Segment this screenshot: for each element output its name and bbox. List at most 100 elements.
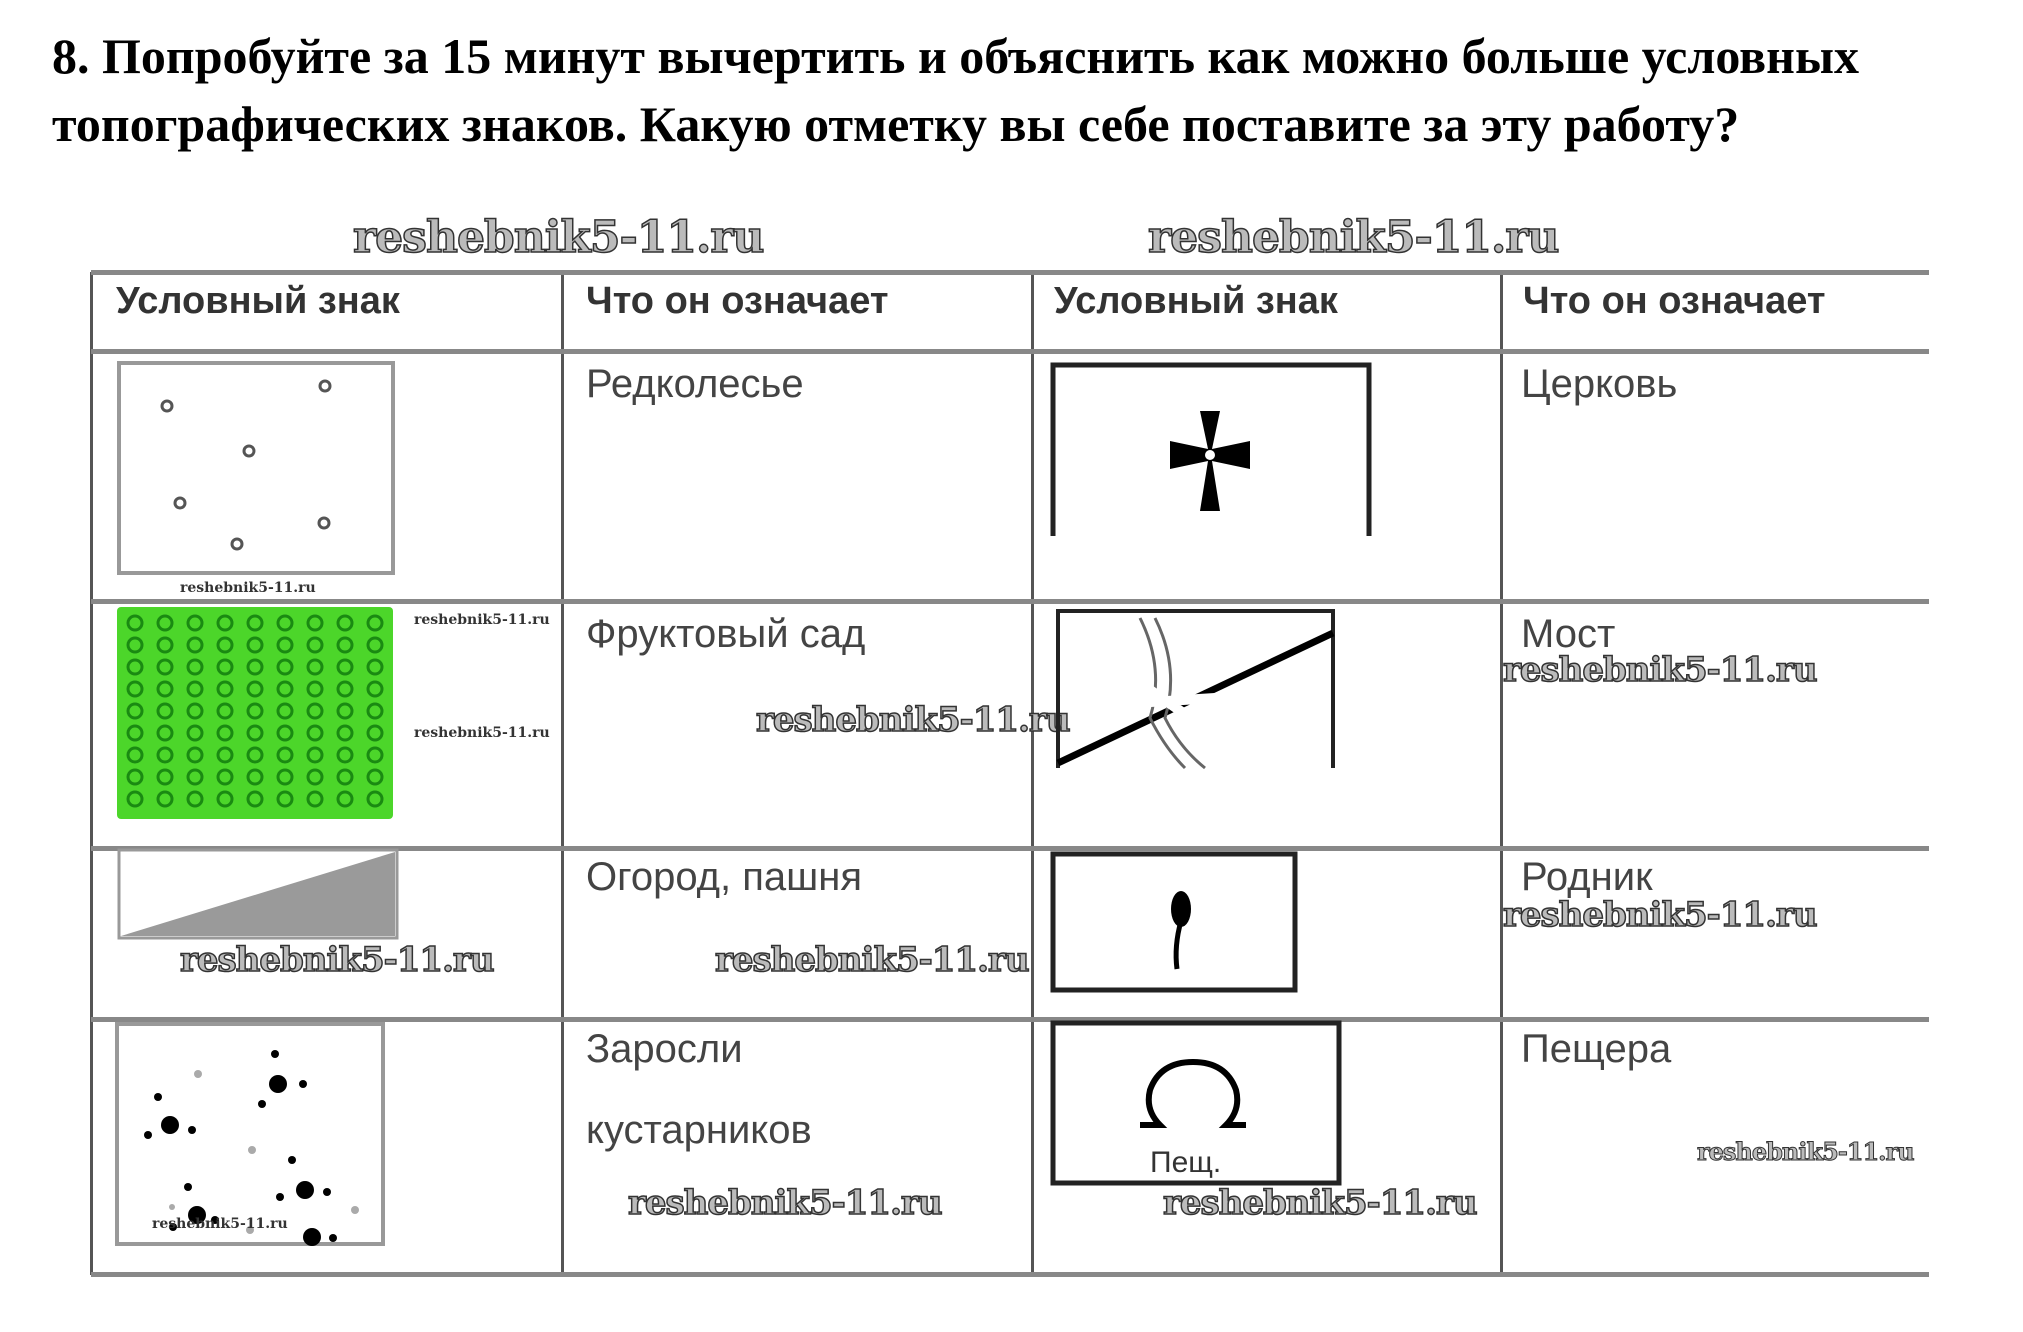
orchard-dot: [276, 636, 294, 654]
orchard-dot: [336, 614, 354, 632]
orchard-dot: [246, 636, 264, 654]
orchard-dot: [336, 658, 354, 676]
watermark: reshebnik5-11.ru: [179, 939, 495, 981]
orchard-dot: [126, 614, 144, 632]
orchard-dot: [336, 680, 354, 698]
watermark: reshebnik5-11.ru: [755, 699, 1071, 741]
orchard-dot: [216, 680, 234, 698]
watermark: reshebnik5-11.ru: [1697, 1137, 1916, 1167]
watermark: reshebnik5-11.ru: [1502, 894, 1818, 936]
row-divider: [91, 599, 1929, 604]
orchard-dot: [156, 724, 174, 742]
orchard-dot: [186, 658, 204, 676]
orchard-dot: [336, 746, 354, 764]
watermark: reshebnik5-11.ru: [1502, 649, 1818, 691]
orchard-dot: [336, 790, 354, 808]
orchard-dot: [126, 768, 144, 786]
orchard-dot: [186, 680, 204, 698]
meaning-sparse-forest: Редколесье: [586, 362, 804, 406]
orchard-symbol: [117, 607, 393, 819]
row-divider: [91, 846, 1929, 851]
orchard-dot: [336, 768, 354, 786]
meaning-cave: Пещера: [1521, 1027, 1672, 1071]
church-symbol: [1050, 362, 1372, 536]
orchard-dot: [186, 746, 204, 764]
watermark: reshebnik5-11.ru: [714, 939, 1030, 981]
orchard-dot: [186, 790, 204, 808]
bridge-symbol: [1056, 609, 1335, 770]
orchard-dot: [336, 702, 354, 720]
orchard-dot: [186, 724, 204, 742]
header-sign: Условный знак: [1054, 280, 1338, 322]
orchard-dot: [126, 680, 144, 698]
meaning-church: Церковь: [1521, 362, 1678, 406]
meaning-bridge: Мост: [1521, 612, 1616, 656]
meaning-arable-land: Огород, пашня: [586, 855, 862, 899]
orchard-dot: [216, 658, 234, 676]
orchard-dot: [156, 680, 174, 698]
orchard-dot: [306, 658, 324, 676]
orchard-dot: [126, 724, 144, 742]
watermark: reshebnik5-11.ru: [152, 1216, 288, 1232]
orchard-dot: [306, 614, 324, 632]
orchard-dot: [216, 768, 234, 786]
header-meaning: Что он означает: [586, 280, 889, 322]
orchard-dot: [306, 636, 324, 654]
sparse-forest-symbol: [117, 361, 395, 575]
meaning-spring: Родник: [1521, 855, 1653, 899]
orchard-dot: [246, 614, 264, 632]
orchard-dot: [306, 702, 324, 720]
orchard-dot: [276, 702, 294, 720]
cave-symbol: Пещ.: [1050, 1020, 1342, 1186]
arable-land-symbol: [117, 848, 399, 940]
orchard-dot: [186, 636, 204, 654]
orchard-dot: [366, 724, 384, 742]
orchard-dot: [276, 724, 294, 742]
spring-symbol: [1050, 851, 1298, 993]
orchard-dot: [156, 614, 174, 632]
orchard-dot: [186, 702, 204, 720]
orchard-dot: [366, 746, 384, 764]
watermark: reshebnik5-11.ru: [1162, 1182, 1478, 1224]
orchard-dot: [216, 636, 234, 654]
column-divider: [1500, 272, 1503, 1275]
orchard-dot: [366, 636, 384, 654]
orchard-dot: [186, 614, 204, 632]
orchard-dot: [366, 614, 384, 632]
column-divider: [561, 272, 564, 1275]
orchard-dot: [306, 724, 324, 742]
orchard-dot: [276, 790, 294, 808]
orchard-dot: [246, 790, 264, 808]
orchard-dot: [246, 746, 264, 764]
orchard-dot: [216, 614, 234, 632]
orchard-dot: [216, 724, 234, 742]
orchard-dot: [276, 658, 294, 676]
orchard-dot: [216, 790, 234, 808]
orchard-dot: [156, 768, 174, 786]
orchard-dot: [336, 636, 354, 654]
watermark: reshebnik5-11.ru: [414, 725, 550, 741]
orchard-dot: [366, 658, 384, 676]
header-sign: Условный знак: [116, 280, 400, 322]
orchard-dot: [276, 768, 294, 786]
orchard-dot: [276, 746, 294, 764]
orchard-dot: [216, 702, 234, 720]
orchard-dot: [306, 790, 324, 808]
row-divider: [91, 270, 1929, 275]
orchard-dot: [246, 724, 264, 742]
task-title: 8. Попробуйте за 15 минут вычертить и об…: [52, 28, 1859, 152]
watermark: reshebnik5-11.ru: [414, 612, 550, 628]
orchard-dot: [156, 636, 174, 654]
orchard-dot: [156, 702, 174, 720]
orchard-dot: [306, 680, 324, 698]
orchard-dot: [126, 746, 144, 764]
table-border: [90, 272, 93, 1275]
orchard-dot: [366, 680, 384, 698]
orchard-dot: [126, 702, 144, 720]
orchard-dot: [126, 636, 144, 654]
watermark: reshebnik5-11.ru: [180, 580, 316, 596]
row-divider: [91, 1017, 1929, 1022]
header-meaning: Что он означает: [1523, 280, 1826, 322]
shrubs-symbol: [115, 1022, 385, 1246]
meaning-shrubs-line2: кустарников: [586, 1108, 812, 1152]
